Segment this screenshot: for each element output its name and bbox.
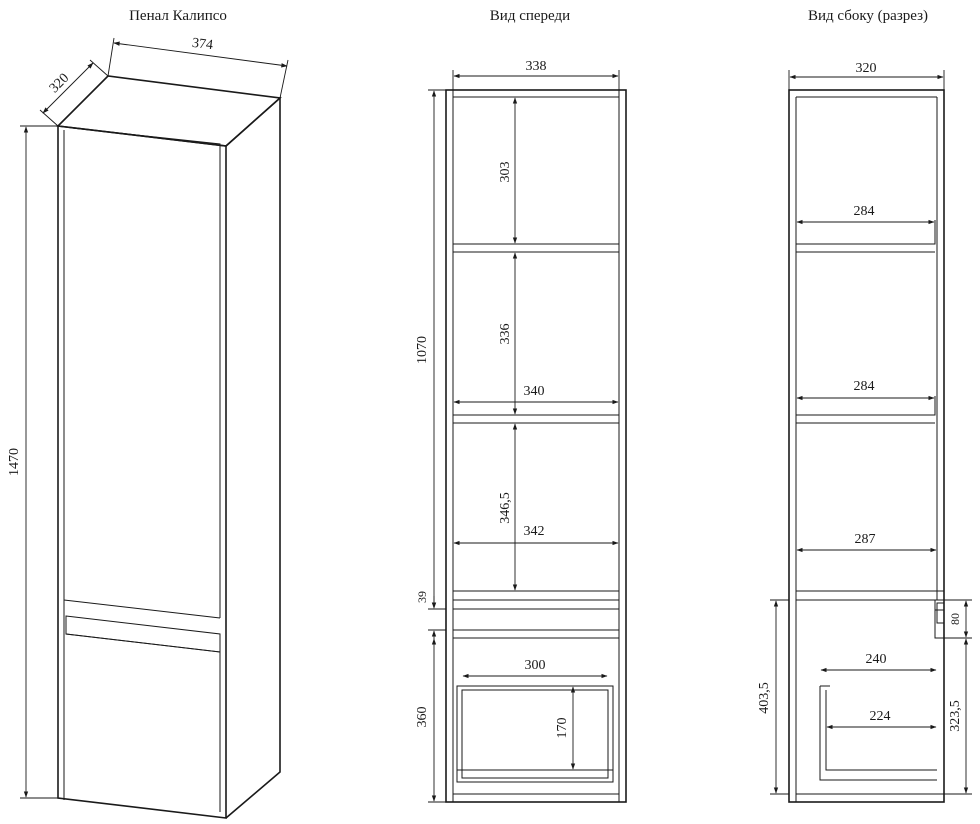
- front-view: 338 303 336 340 346,5 342 1070 39 360 30: [415, 59, 627, 803]
- front-outer-frame: [445, 89, 627, 803]
- iso-handle-recess: [65, 615, 221, 653]
- side-view: 320 284 284 287 80 240 224 403,5 323,5: [757, 61, 972, 803]
- front-shelf2-height: 336: [498, 324, 513, 345]
- front-upper-bottom: [452, 590, 620, 601]
- side-view-title: Вид сбоку (разрез): [808, 8, 928, 24]
- front-inner-width-2: 342: [524, 524, 545, 539]
- side-drawer-outer: 240: [866, 652, 887, 667]
- front-rail: [452, 608, 620, 631]
- side-drawer-inner: 224: [870, 709, 891, 724]
- front-shelf3-height: 346,5: [498, 492, 513, 524]
- front-upper-height: 1070: [415, 336, 430, 364]
- side-notch-label: 80: [948, 613, 962, 625]
- front-drawer-height: 170: [555, 718, 570, 739]
- front-width-label: 338: [526, 59, 547, 74]
- front-shelf1-height: 303: [498, 162, 513, 183]
- iso-side-face: [225, 96, 281, 819]
- front-inner-width-1: 340: [524, 384, 545, 399]
- iso-height-label: 1470: [7, 448, 22, 476]
- side-upper-bottom: [795, 590, 945, 601]
- iso-depth-label: 320: [47, 71, 72, 96]
- side-outer-frame: [788, 89, 945, 803]
- side-depth-label: 320: [856, 61, 877, 76]
- side-shelf2-depth: 284: [854, 379, 875, 394]
- iso-view: 320 374 1470: [7, 36, 289, 819]
- side-drawer: [819, 686, 937, 781]
- side-notch: [934, 600, 944, 639]
- side-shelf-1: [796, 220, 936, 253]
- front-lower-height: 360: [415, 707, 430, 728]
- front-view-title: Вид спереди: [490, 8, 570, 24]
- front-drawer-width: 300: [525, 658, 546, 673]
- front-shelf-1: [452, 243, 620, 253]
- side-shelf-2: [796, 396, 936, 424]
- iso-width-label: 374: [191, 36, 214, 53]
- side-shelf1-depth: 284: [854, 204, 875, 219]
- iso-view-title: Пенал Калипсо: [129, 8, 227, 24]
- iso-top-face: [56, 75, 282, 147]
- side-shelf3-depth: 287: [855, 532, 876, 547]
- front-drawer: [456, 685, 614, 783]
- side-lower-height: 403,5: [757, 682, 772, 714]
- front-shelf-2: [452, 414, 620, 424]
- iso-front-face: [57, 125, 227, 819]
- side-drawer-height: 323,5: [948, 700, 963, 732]
- front-gap-label: 39: [415, 591, 429, 603]
